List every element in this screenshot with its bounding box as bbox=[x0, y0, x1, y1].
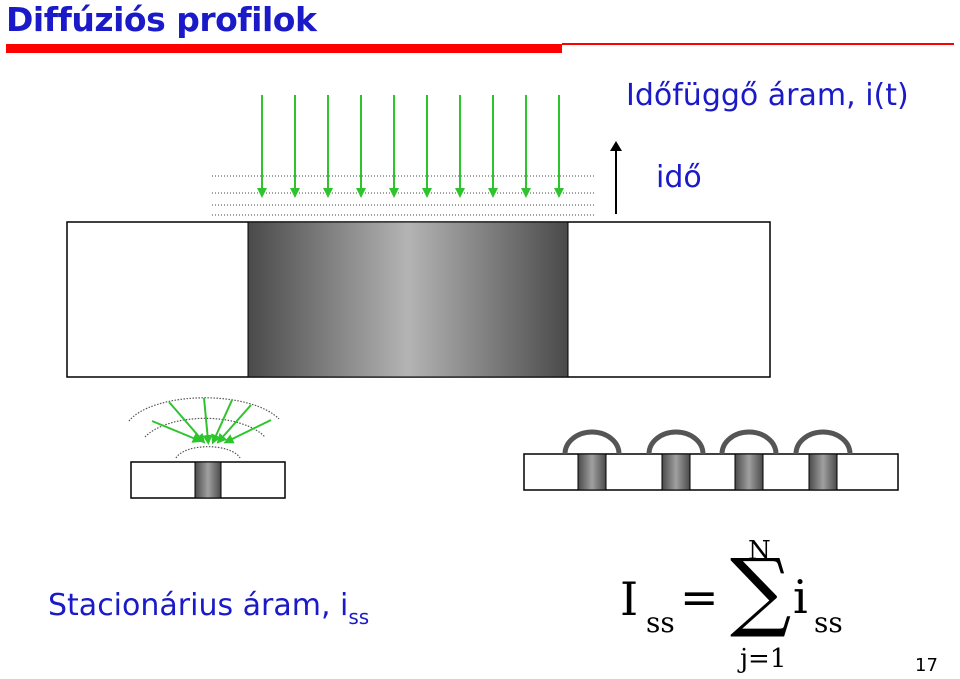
equation-lhs: I bbox=[620, 572, 639, 626]
sum-symbol: ∑ bbox=[730, 541, 792, 641]
array-diffusion-arc bbox=[646, 429, 706, 455]
page-number: 17 bbox=[915, 655, 938, 676]
diffusion-arc-outer bbox=[128, 397, 280, 422]
stationary-current-label: Stacionárius áram, iss bbox=[48, 588, 369, 629]
array-electrode bbox=[577, 453, 607, 491]
equation-lhs-subscript: ss bbox=[646, 606, 675, 639]
array-diffusion-arc bbox=[719, 429, 779, 455]
array-diffusion-arcs bbox=[562, 429, 853, 455]
microelectrode-array bbox=[523, 429, 899, 491]
array-electrode bbox=[808, 453, 838, 491]
electrode-surface bbox=[247, 221, 569, 378]
diffusion-arc-middle bbox=[144, 417, 266, 438]
diffusion-layer-lines bbox=[212, 175, 595, 216]
macro-electrode bbox=[66, 221, 771, 378]
micro-electrode-disk bbox=[194, 461, 222, 499]
time-axis-label: idő bbox=[656, 160, 702, 195]
radial-flux-arrow bbox=[168, 401, 206, 444]
microelectrode-single bbox=[128, 397, 286, 499]
stationary-current-subscript: ss bbox=[348, 605, 370, 629]
sum-upper-limit: N bbox=[748, 536, 771, 566]
array-diffusion-arc bbox=[793, 429, 853, 455]
array-electrode bbox=[734, 453, 764, 491]
equation-rhs-subscript: ss bbox=[814, 606, 843, 639]
planar-flux-arrows bbox=[257, 95, 564, 198]
array-diffusion-arc bbox=[562, 429, 622, 455]
radial-flux-arrow bbox=[216, 404, 252, 444]
radial-flux-arrow bbox=[202, 397, 213, 445]
equation-equals: = bbox=[680, 570, 719, 624]
radial-flux-arrow bbox=[223, 419, 272, 444]
stationary-current-text: Stacionárius áram, i bbox=[48, 588, 349, 623]
diffusion-arc-inner bbox=[175, 446, 241, 459]
radial-flux-arrow bbox=[151, 420, 203, 443]
array-electrode bbox=[661, 453, 691, 491]
title-underline-bar bbox=[6, 44, 562, 53]
time-dependent-current-label: Időfüggő áram, i(t) bbox=[626, 78, 909, 113]
title-underline-line bbox=[562, 43, 954, 45]
sum-lower-limit: j=1 bbox=[740, 644, 787, 674]
radial-flux-arrows bbox=[151, 397, 272, 445]
slide-title: Diffúziós profilok bbox=[6, 0, 317, 39]
equation-rhs: i bbox=[793, 570, 808, 624]
